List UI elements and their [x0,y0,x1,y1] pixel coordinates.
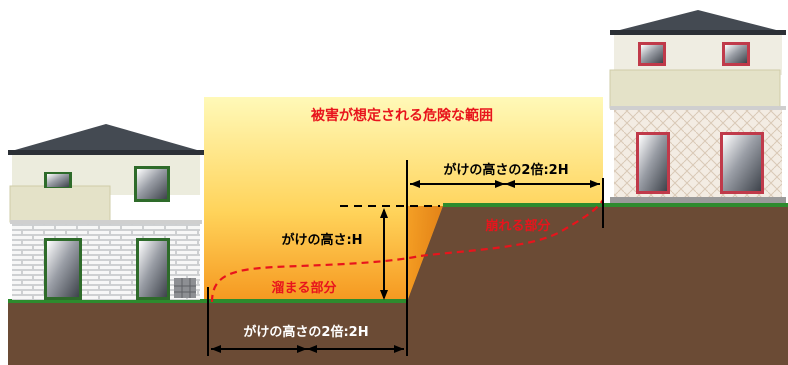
top-distance-label: がけの高さの2倍:2H [443,162,568,178]
collapse-curve [210,199,604,303]
bottom-distance-label: がけの高さの2倍:2H [243,324,368,340]
dimension-arrows [211,180,600,353]
collapse-part-label: 崩れる部分 [485,218,550,234]
danger-zone-label: 被害が想定される危険な範囲 [311,107,493,124]
cliff-height-label: がけの高さ:H [281,232,362,248]
upper-grass [443,203,788,207]
cliff-ground [407,206,788,365]
right-house-icon [609,10,786,203]
accumulate-part-label: 溜まる部分 [271,280,336,296]
left-house-icon [8,124,204,300]
